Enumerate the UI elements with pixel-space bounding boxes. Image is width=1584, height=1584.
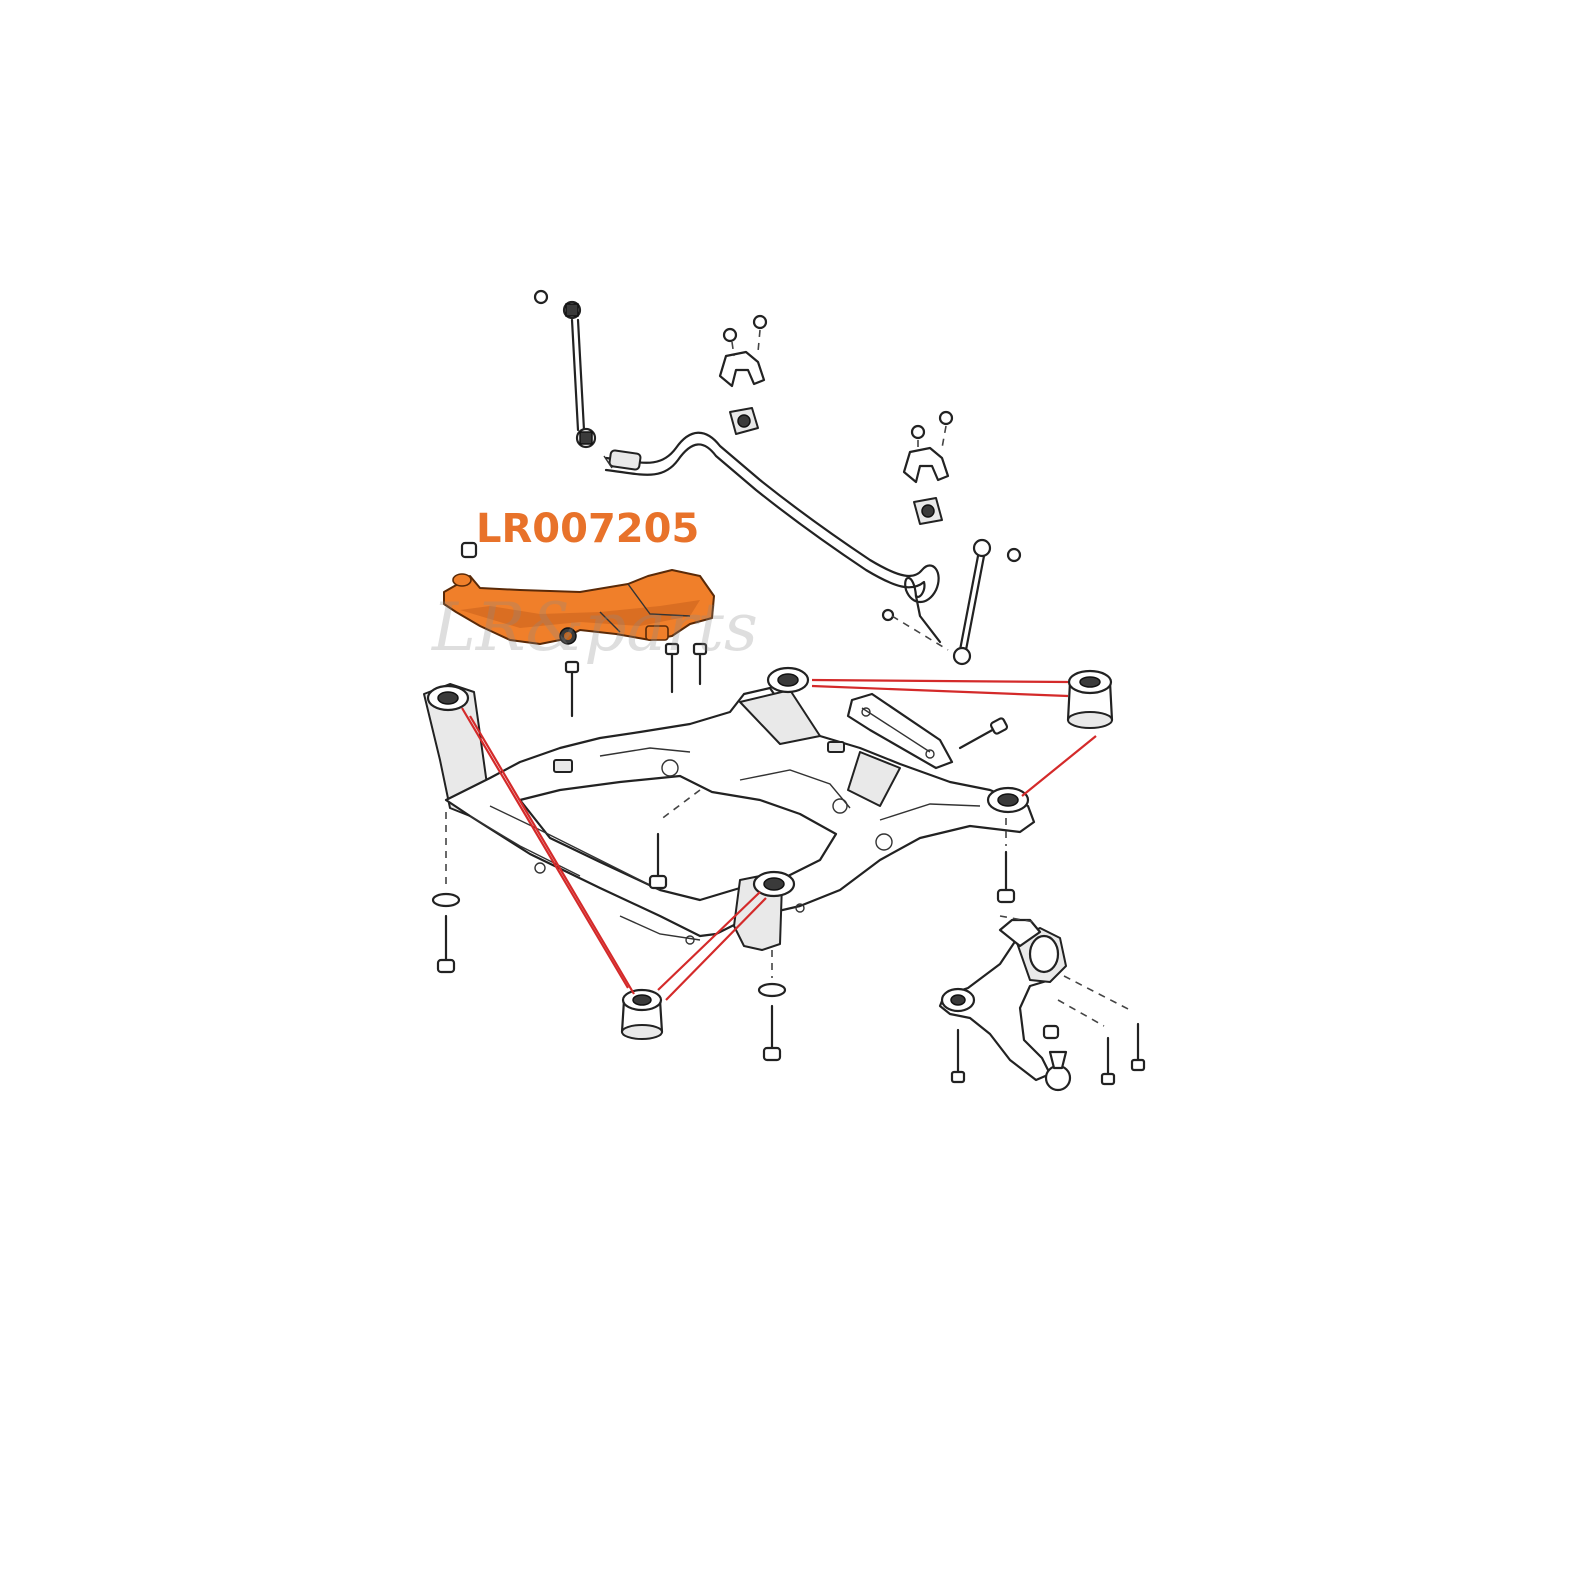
subframe-bushing-seats — [426, 666, 1030, 898]
stabilizer-bar — [603, 431, 942, 644]
stabilizer-bushing-left — [729, 407, 759, 435]
subframe-bolts — [431, 789, 1016, 1062]
stabilizer-link-right — [881, 538, 1022, 666]
rear-lower-arm-highlighted — [443, 541, 715, 645]
stabilizer-bracket-right — [902, 410, 954, 484]
stabilizer-bushing-right — [913, 497, 943, 525]
bushing-callout-lines — [461, 678, 1097, 1001]
front-lower-control-arm — [938, 915, 1146, 1092]
rear-arm-bolts — [564, 642, 708, 718]
stabilizer-bracket-left — [718, 314, 768, 388]
front-subframe — [423, 683, 1036, 951]
part-number-label: LR007205 — [476, 506, 699, 552]
subframe-bushing-rear — [1066, 669, 1114, 729]
subframe-bushing-front — [620, 988, 664, 1040]
stabilizer-link-left — [533, 289, 597, 449]
subframe-brace — [846, 692, 1009, 770]
watermark: LR&parts — [431, 589, 758, 666]
